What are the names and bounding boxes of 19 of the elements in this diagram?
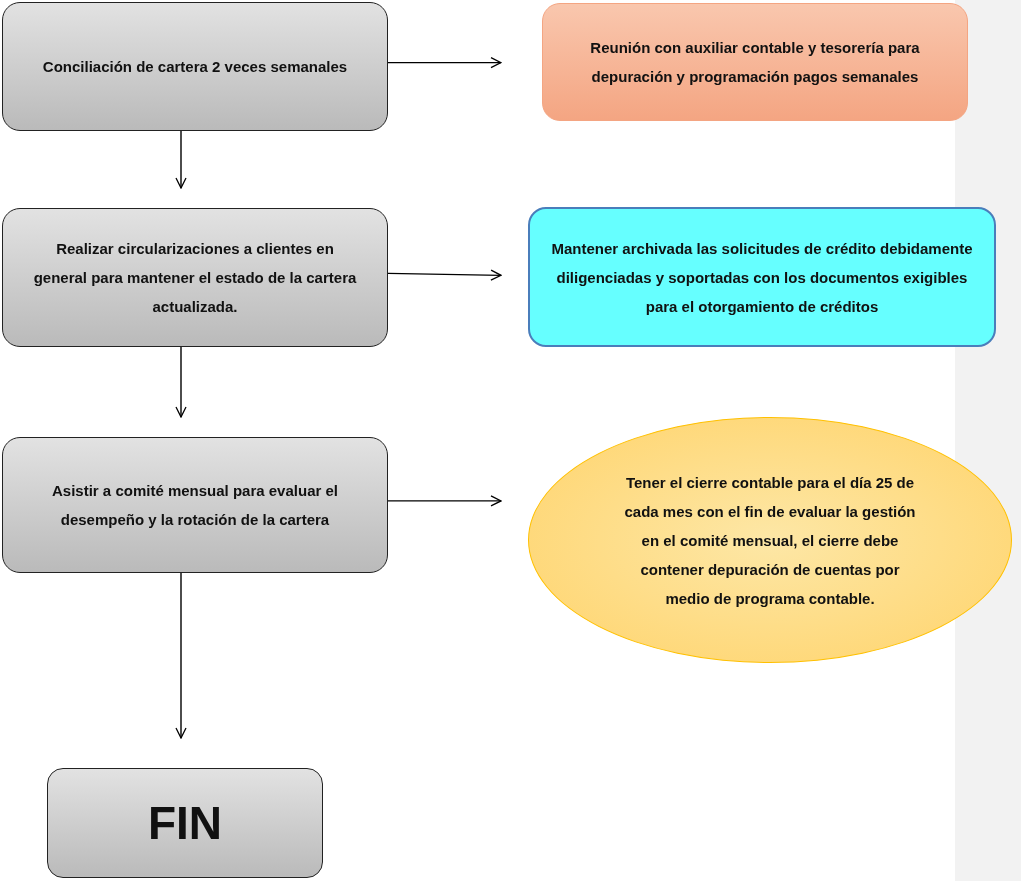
box-text: FIN [147, 798, 223, 848]
process-box [2, 437, 388, 573]
end-box [47, 768, 323, 878]
box-text: Realizar circularizaciones a clientes en general para mantener el estado de la cartera actualizada. [33, 239, 357, 317]
process-box [542, 3, 968, 121]
box-text: Asistir a comité mensual para evaluar el desempeño y la rotación de la cartera [51, 481, 339, 530]
arrow [175, 130, 187, 189]
box-text: Conciliación de cartera 2 veces semanales [42, 57, 348, 77]
arrow [175, 572, 187, 739]
arrow [387, 57, 502, 69]
arrow [175, 346, 187, 418]
arrow [387, 269, 502, 281]
process-box [528, 207, 996, 347]
box-text: Reunión con auxiliar contable y tesorería para depuración y programación pagos semanales [589, 38, 921, 87]
box-text: Tener el cierre contable para el día 25 de cada mes con el fin de evaluar la gestión en el comité mensual, el cierre debe contener depuración de cuentas por medio de programa contable. [623, 472, 917, 609]
process-box [2, 2, 388, 131]
arrow [387, 495, 502, 507]
box-text: Mantener archivada las solicitudes de crédito debidamente diligenciadas y soportadas con los documentos exigibles para el otorgamiento de créditos [550, 238, 974, 317]
process-box [2, 208, 388, 347]
